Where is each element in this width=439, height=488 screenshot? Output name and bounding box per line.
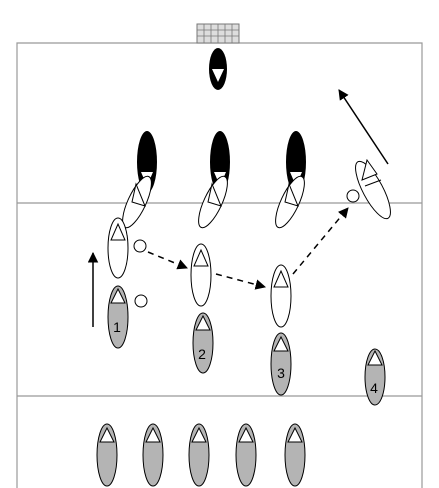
queue-player — [284, 423, 306, 487]
ball-icon — [134, 294, 148, 308]
goalkeeper — [209, 48, 227, 90]
attacker-white — [190, 243, 212, 307]
queue-player — [96, 423, 118, 487]
pass-arrows — [147, 207, 349, 290]
ball-icon — [346, 189, 360, 203]
player-2: 2 — [192, 312, 214, 374]
run-arrow-icon — [338, 89, 389, 165]
field-outline — [16, 42, 423, 488]
queue-player — [235, 423, 257, 487]
pass-arrow-icon — [147, 251, 188, 270]
field-lines — [16, 42, 423, 488]
attacker-white — [270, 264, 292, 328]
queue-player — [142, 423, 164, 487]
ghost-player — [122, 175, 152, 229]
attacker-white — [107, 217, 129, 279]
player-3-number: 3 — [277, 365, 285, 381]
player-1: 1 — [107, 285, 129, 349]
player-2-number: 2 — [198, 346, 206, 362]
ghost-player — [198, 175, 228, 229]
pass-arrow-icon — [292, 207, 349, 275]
queue-player — [188, 423, 210, 487]
pass-arrow-icon — [215, 273, 267, 290]
ball-icon — [133, 239, 147, 253]
player-3: 3 — [270, 332, 292, 396]
goal-icon — [196, 23, 240, 44]
player-1-number: 1 — [113, 319, 121, 335]
ghost-player — [275, 175, 305, 229]
attacker-right — [355, 158, 391, 220]
player-4-number: 4 — [370, 380, 378, 396]
player-4: 4 — [364, 348, 386, 406]
